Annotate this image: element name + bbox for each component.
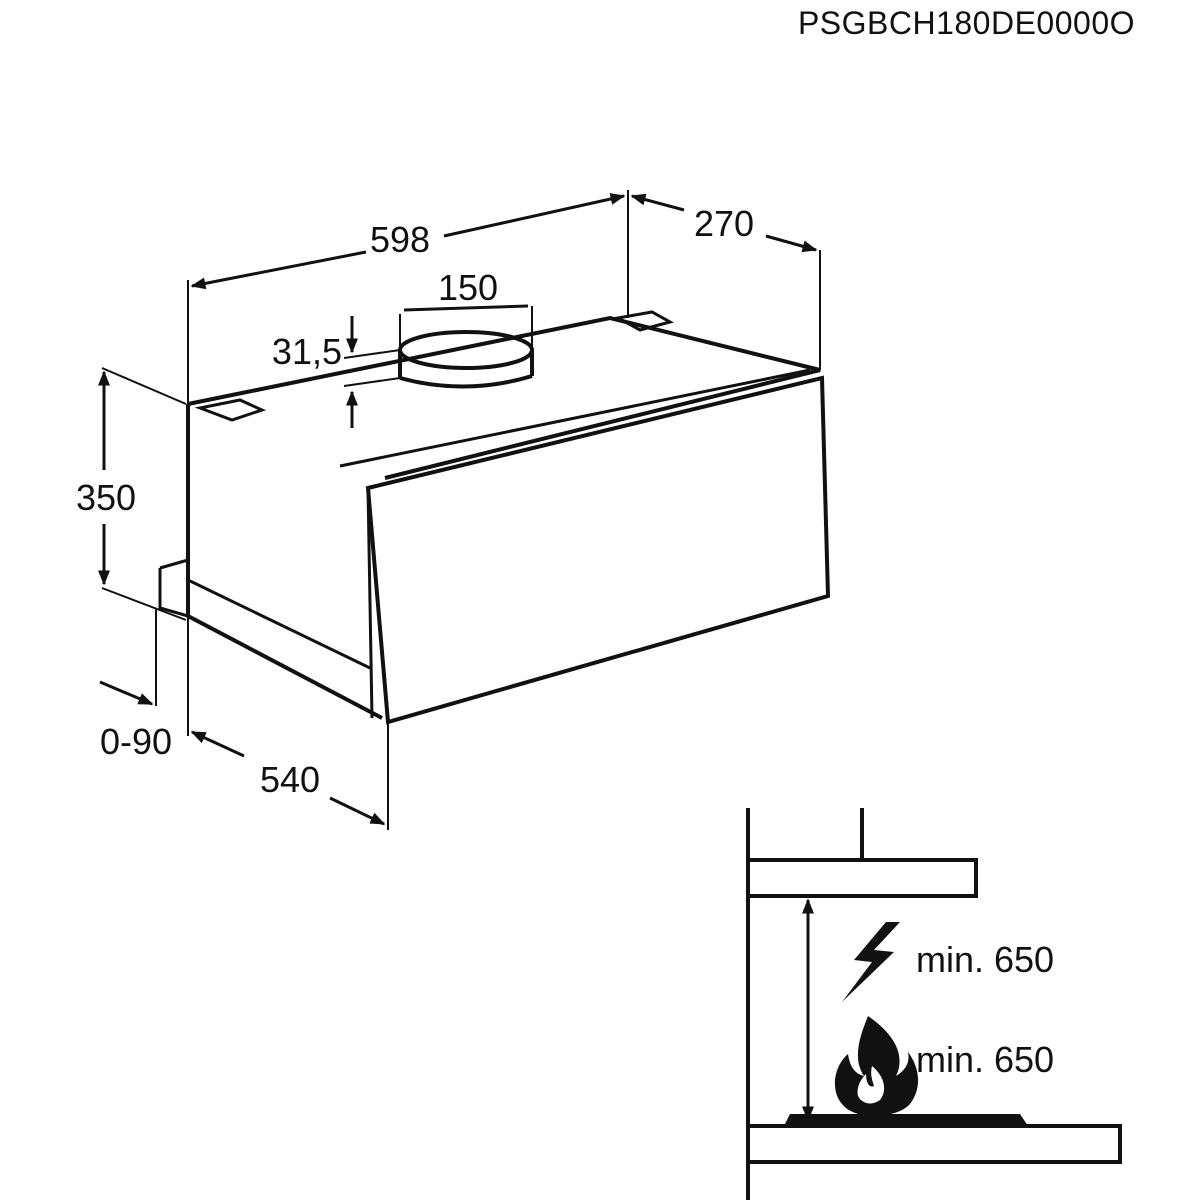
width-label: 598 bbox=[370, 219, 430, 260]
dimension-width: 598 bbox=[187, 190, 629, 404]
dimension-inner-depth: 540 bbox=[187, 616, 389, 830]
lightning-icon bbox=[842, 922, 900, 1002]
clearance-diagram bbox=[746, 808, 1122, 1200]
flame-icon bbox=[834, 1016, 919, 1117]
model-code: PSGBCH180DE0000O bbox=[798, 5, 1135, 41]
front-offset-label: 0-90 bbox=[100, 721, 172, 762]
electric-clearance-label: min. 650 bbox=[916, 939, 1054, 980]
duct-height-label: 31,5 bbox=[272, 331, 342, 372]
inner-depth-label: 540 bbox=[260, 759, 320, 800]
hood-outline bbox=[158, 310, 831, 725]
dimension-depth: 270 bbox=[630, 193, 821, 370]
hob-bar bbox=[746, 1124, 1122, 1164]
dimension-height: 350 bbox=[76, 367, 187, 621]
depth-label: 270 bbox=[694, 203, 754, 244]
duct-label: 150 bbox=[438, 267, 498, 308]
dimension-duct: 150 bbox=[399, 267, 533, 350]
hood-bar bbox=[746, 858, 978, 898]
height-label: 350 bbox=[76, 477, 136, 518]
dimension-front-offset: 0-90 bbox=[99, 608, 172, 762]
gas-clearance-label: min. 650 bbox=[916, 1039, 1054, 1080]
dimension-duct-height: 31,5 bbox=[272, 316, 401, 428]
